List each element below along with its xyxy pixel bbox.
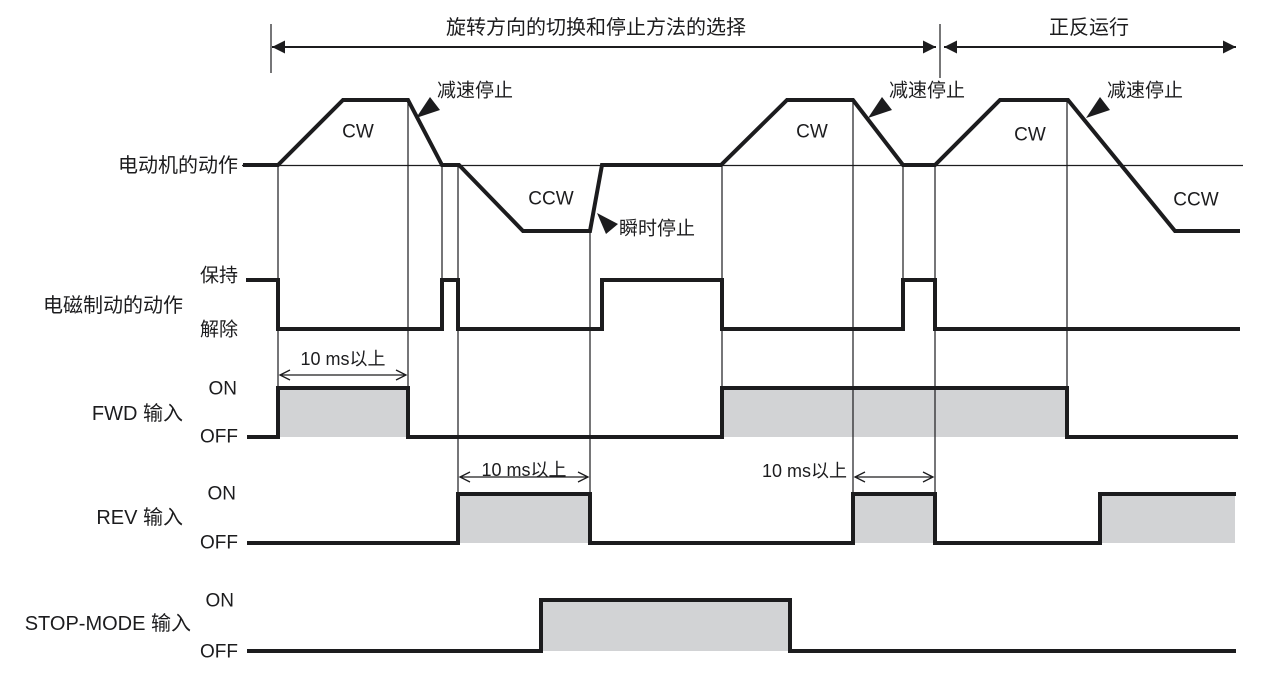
instant-stop-label: 瞬时停止 (619, 218, 695, 240)
min-10ms-arrow-3-left-head (853, 471, 866, 483)
motor-row-label: 电动机的动作 (118, 154, 238, 177)
stop-mode-row-label: STOP-MODE 输入 (25, 612, 191, 635)
section-label-fwd-rev-run: 正反运行 (1049, 16, 1129, 39)
min-10ms-arrow-1-right-head (395, 369, 408, 381)
section-label-rotation-switch: 旋转方向的切换和停止方法的选择 (446, 16, 746, 39)
brake-release-level-label: 解除 (200, 319, 238, 341)
brake-waveform (246, 278, 1240, 331)
cw-label-2: CW (796, 122, 828, 143)
section-span-arrow-2-left-head (944, 40, 957, 54)
stop-mode-pulse-fill (541, 601, 790, 651)
decel-stop-label-3: 减速停止 (1107, 80, 1183, 102)
min-10ms-arrow-2-left-head (458, 471, 471, 483)
instant-stop-arrow (597, 213, 618, 234)
fwd-off-label: OFF (200, 427, 238, 448)
fwd-on-label: ON (209, 379, 238, 400)
fwd-row-label: FWD 输入 (92, 402, 183, 425)
stop-mode-waveform (247, 598, 1236, 653)
rev-pulse-3-fill (1100, 495, 1235, 543)
rev-pulse-1-fill (458, 495, 590, 543)
decel-stop-label-2: 减速停止 (889, 80, 965, 102)
cw-label-3: CW (1014, 125, 1046, 146)
min-10ms-arrow-1-left-head (278, 369, 291, 381)
rev-pulse-2-fill (853, 495, 935, 543)
min-10ms-arrow-2-right-head (577, 471, 590, 483)
ccw-label-1: CCW (528, 189, 573, 210)
stop-mode-on-label: ON (206, 591, 235, 612)
brake-hold-level-label: 保持 (200, 265, 238, 287)
motor-waveform (243, 98, 1240, 233)
min-10ms-arrow-3-right-head (922, 471, 935, 483)
decel-stop-arrow-1 (416, 97, 440, 118)
min-10ms-label-3: 10 ms以上 (762, 461, 847, 481)
fwd-waveform (247, 386, 1238, 439)
min-10ms-label-2: 10 ms以上 (481, 460, 566, 480)
rev-row-label: REV 输入 (96, 506, 183, 529)
ccw-label-2: CCW (1173, 190, 1218, 211)
section-span-arrow-1-right-head (923, 40, 936, 54)
decel-stop-arrow-3 (1086, 97, 1110, 118)
stop-mode-off-label: OFF (200, 642, 238, 663)
rev-off-label: OFF (200, 533, 238, 554)
section-span-arrow-1-left-head (272, 40, 285, 54)
cw-label-1: CW (342, 122, 374, 143)
decel-stop-label-1: 减速停止 (437, 80, 513, 102)
brake-row-label: 电磁制动的动作 (43, 294, 183, 317)
min-10ms-label-1: 10 ms以上 (300, 349, 385, 369)
fwd-pulse-1-fill (278, 389, 408, 437)
section-span-arrow-2-right-head (1223, 40, 1236, 54)
decel-stop-arrow-2 (868, 97, 892, 118)
rev-on-label: ON (208, 484, 237, 505)
fwd-pulse-2-fill (722, 389, 1067, 437)
rev-waveform (247, 492, 1236, 545)
